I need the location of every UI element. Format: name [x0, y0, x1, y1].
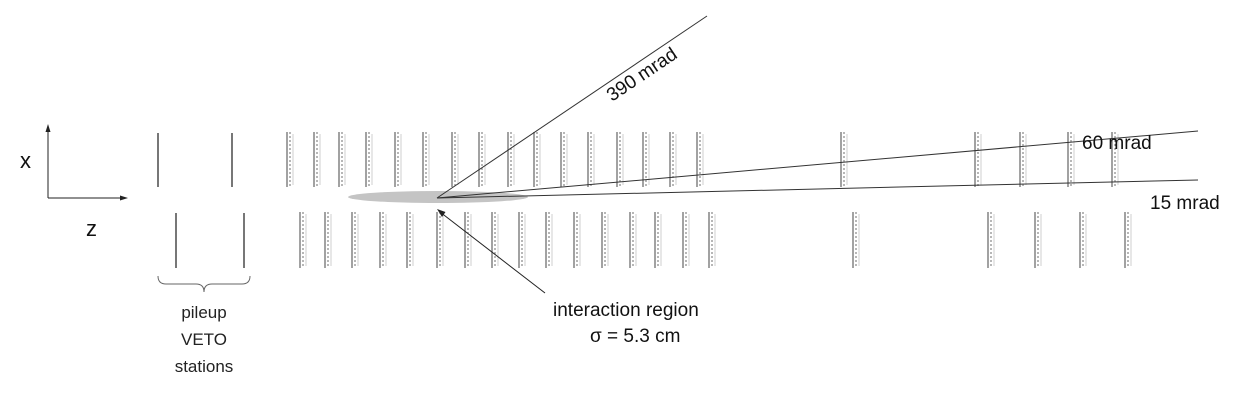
station-module-bottom-3 — [351, 212, 359, 268]
station-module-top-14 — [642, 132, 650, 187]
veto-label-line3: stations — [175, 357, 234, 376]
station-module-bottom-9 — [518, 212, 526, 268]
coordinate-axes: x z — [20, 124, 128, 241]
station-module-bottom-1 — [299, 212, 307, 268]
x-axis-label: x — [20, 148, 31, 173]
station-module-top-6 — [422, 132, 430, 187]
station-module-top-9 — [507, 132, 515, 187]
veto-label-line1: pileup — [181, 303, 226, 322]
station-module-bottom-16 — [708, 212, 716, 268]
interaction-sigma-label: σ = 5.3 cm — [590, 326, 680, 347]
station-module-bottom-21 — [1124, 212, 1132, 268]
veto-brace — [157, 275, 251, 293]
acceptance-lines — [436, 15, 1199, 199]
interaction-pointer — [437, 209, 546, 294]
station-module-bottom-17 — [852, 212, 860, 268]
station-module-bottom-20 — [1079, 212, 1087, 268]
station-module-top-12 — [587, 132, 595, 187]
station-module-bottom-15 — [682, 212, 690, 268]
station-module-top-1 — [286, 132, 294, 187]
station-module-bottom-10 — [545, 212, 553, 268]
station-module-bottom-14 — [654, 212, 662, 268]
station-module-top-3 — [338, 132, 346, 187]
station-module-bottom-18 — [987, 212, 995, 268]
station-module-top-11 — [560, 132, 568, 187]
station-module-bottom-4 — [379, 212, 387, 268]
station-module-bottom-6 — [436, 212, 444, 268]
station-module-top-2 — [313, 132, 321, 187]
x-arrow-head — [45, 124, 51, 132]
station-module-top-4 — [365, 132, 373, 187]
station-module-bottom-12 — [601, 212, 609, 268]
station-module-top-18 — [974, 132, 982, 187]
station-module-top-13 — [616, 132, 624, 187]
station-module-bottom-7 — [464, 212, 472, 268]
veto-label-line2: VETO — [181, 330, 227, 349]
station-module-top-19 — [1019, 132, 1027, 187]
station-module-bottom-19 — [1034, 212, 1042, 268]
angle-label-15: 15 mrad — [1150, 193, 1220, 214]
station-module-top-15 — [669, 132, 677, 187]
station-module-top-20 — [1067, 132, 1075, 187]
station-module-bottom-5 — [406, 212, 414, 268]
angle-label-390: 390 mrad — [603, 44, 681, 106]
angle-label-60: 60 mrad — [1082, 133, 1152, 154]
station-module-top-21 — [1111, 132, 1119, 187]
station-module-top-7 — [451, 132, 459, 187]
z-axis-label: z — [86, 216, 97, 241]
pointer-arrow-head — [437, 209, 446, 217]
pointer-line — [439, 211, 546, 294]
station-module-top-5 — [394, 132, 402, 187]
z-arrow-head — [120, 195, 128, 201]
station-module-top-16 — [696, 132, 704, 187]
acceptance-line-15mrad — [436, 179, 1199, 199]
station-module-top-17 — [840, 132, 848, 187]
station-module-bottom-2 — [324, 212, 332, 268]
station-module-bottom-11 — [573, 212, 581, 268]
acceptance-line-60mrad — [436, 130, 1199, 199]
station-module-top-8 — [478, 132, 486, 187]
station-module-bottom-13 — [629, 212, 637, 268]
stations-bottom-half — [175, 212, 1132, 268]
acceptance-line-390mrad — [436, 15, 708, 199]
station-module-top-10 — [533, 132, 541, 187]
interaction-region-label: interaction region — [553, 300, 699, 321]
stations-top-half — [157, 132, 1119, 187]
station-module-bottom-8 — [491, 212, 499, 268]
